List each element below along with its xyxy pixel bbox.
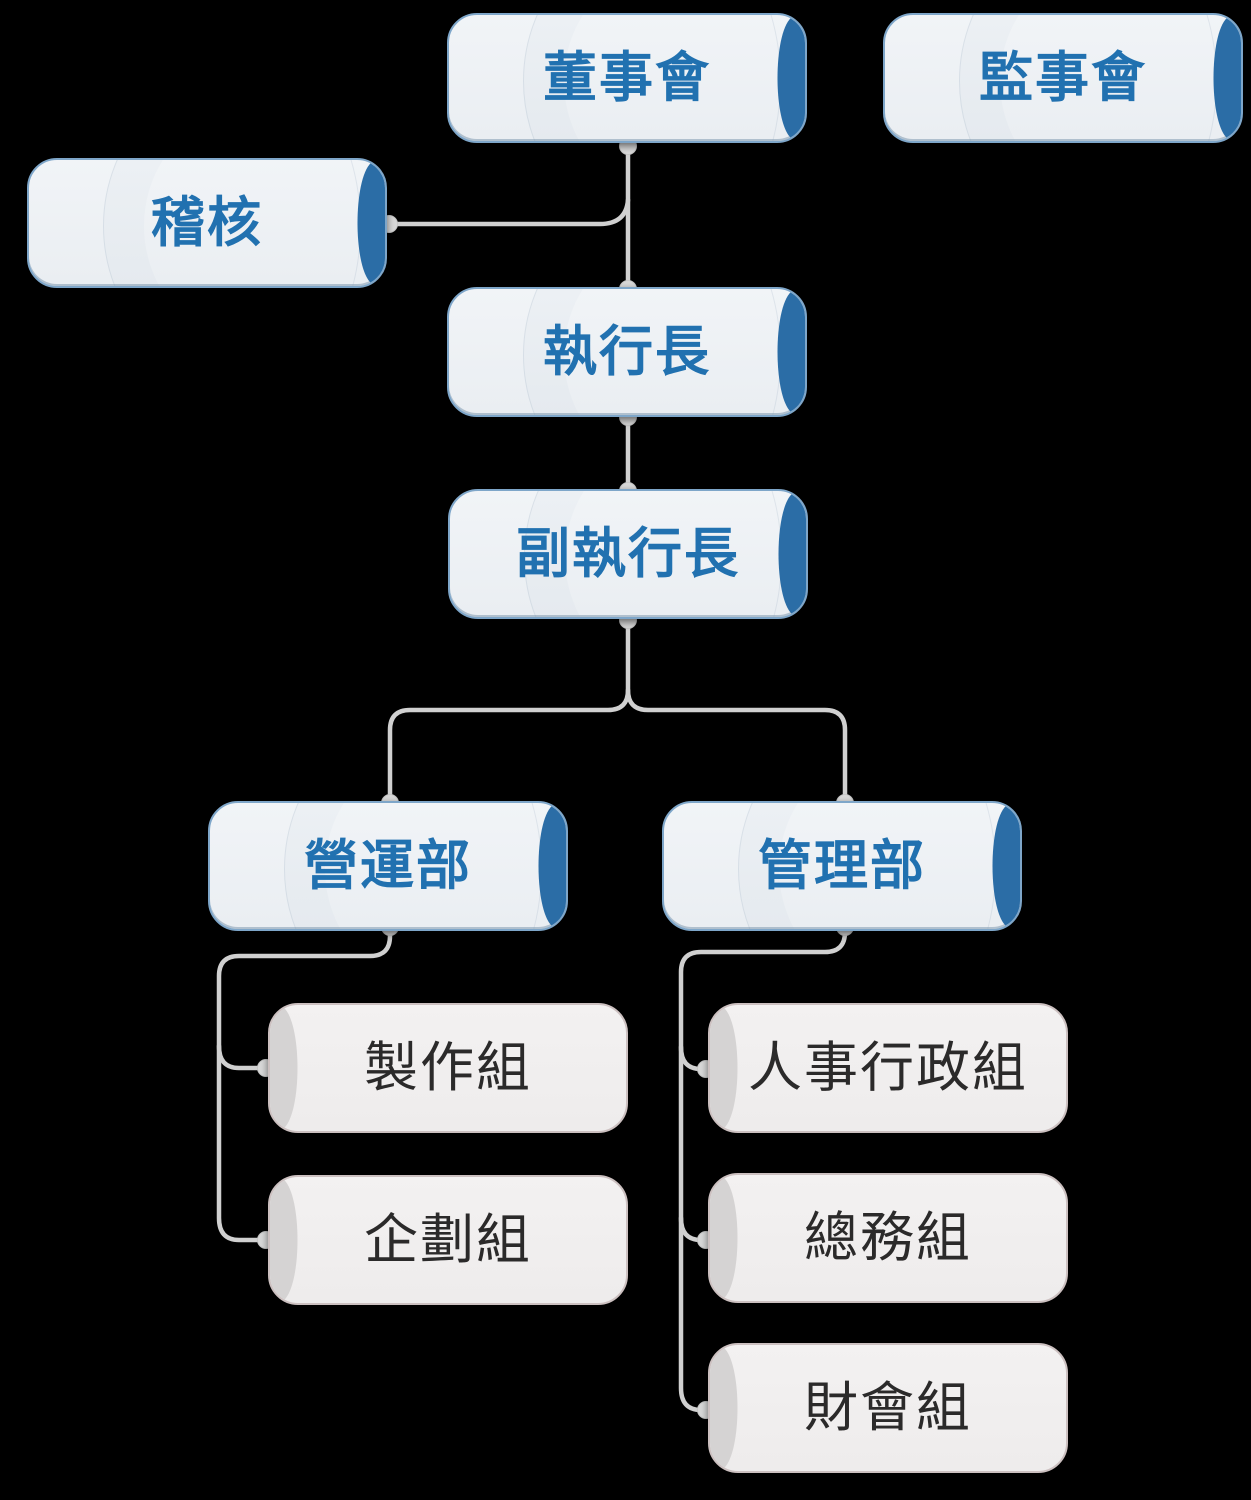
node-board-of-directors: 董事會	[447, 13, 807, 143]
node-operations-dept: 營運部	[208, 801, 568, 931]
edge-deputy-management	[625, 687, 848, 805]
node-label: 執行長	[543, 320, 711, 383]
node-label: 總務組	[804, 1206, 972, 1269]
node-label: 企劃組	[364, 1208, 532, 1271]
node-label: 製作組	[364, 1036, 532, 1099]
edge-operations-planning	[216, 925, 393, 1243]
node-general-affairs-team: 總務組	[708, 1173, 1068, 1303]
accent-crescent	[710, 1007, 738, 1129]
edge-deputy-operations	[387, 617, 631, 805]
accent-crescent	[992, 805, 1020, 927]
node-production-team: 製作組	[268, 1003, 628, 1133]
node-label: 人事行政組	[748, 1036, 1028, 1099]
node-ceo: 執行長	[447, 287, 807, 417]
accent-crescent	[357, 162, 385, 284]
node-label: 稽核	[151, 191, 263, 254]
node-label: 副執行長	[516, 522, 740, 585]
node-finance-accounting-team: 財會組	[708, 1343, 1068, 1473]
node-label: 董事會	[543, 46, 711, 109]
node-label: 財會組	[804, 1376, 972, 1439]
accent-crescent	[778, 493, 806, 615]
accent-crescent	[1213, 17, 1241, 139]
accent-crescent	[270, 1007, 298, 1129]
node-supervisory-board: 監事會	[883, 13, 1243, 143]
accent-crescent	[777, 17, 805, 139]
node-planning-team: 企劃組	[268, 1175, 628, 1305]
node-hr-admin-team: 人事行政組	[708, 1003, 1068, 1133]
node-label: 監事會	[979, 46, 1147, 109]
accent-crescent	[270, 1179, 298, 1301]
node-deputy-ceo: 副執行長	[448, 489, 808, 619]
accent-crescent	[538, 805, 566, 927]
accent-crescent	[710, 1347, 738, 1469]
node-label: 管理部	[758, 834, 926, 897]
accent-crescent	[777, 291, 805, 413]
edge-board-audit	[386, 197, 631, 227]
node-management-dept: 管理部	[662, 801, 1022, 931]
edge-management-finance	[678, 925, 848, 1413]
node-audit: 稽核	[27, 158, 387, 288]
node-label: 營運部	[304, 834, 472, 897]
edge-operations-production	[216, 1043, 268, 1071]
accent-crescent	[710, 1177, 738, 1299]
